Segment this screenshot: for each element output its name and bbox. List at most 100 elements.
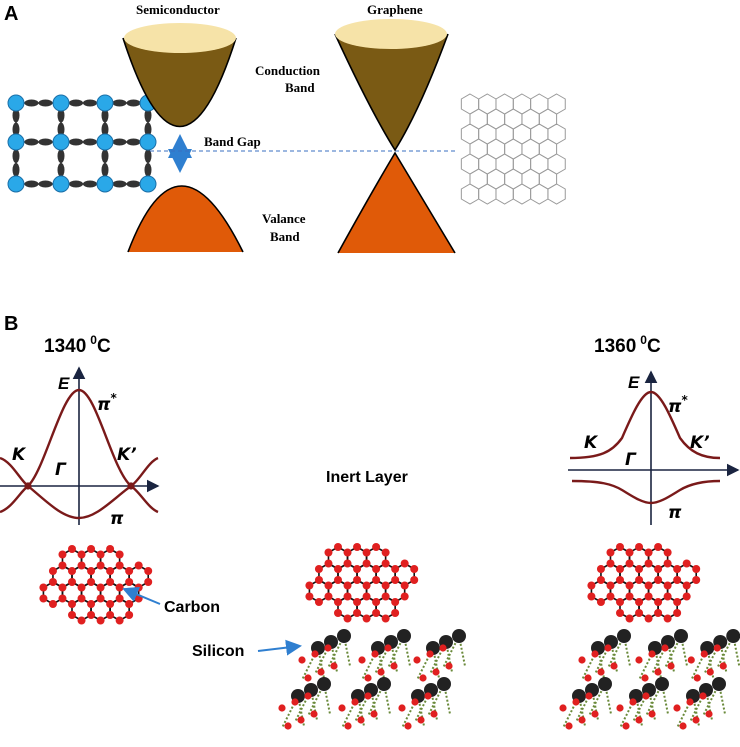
carbon-atom bbox=[68, 600, 76, 608]
carbon-atom bbox=[430, 710, 438, 718]
carbon-atom bbox=[343, 559, 352, 568]
carbon-atom bbox=[115, 594, 124, 603]
carbon-atom bbox=[692, 565, 701, 573]
band-gap-label: Band Gap bbox=[204, 134, 261, 149]
semiconductor-valence-band bbox=[127, 185, 244, 253]
dirac-point-kprime-left bbox=[127, 482, 135, 490]
electron-pair bbox=[112, 180, 127, 188]
carbon-atom bbox=[87, 567, 96, 575]
carbon-atom bbox=[445, 662, 453, 670]
dispersion-plot-right: E π* K K’ Γ π bbox=[568, 370, 740, 525]
electron-pair bbox=[83, 138, 97, 146]
graphene-flake-left bbox=[39, 545, 153, 625]
carbon-atom bbox=[616, 704, 624, 712]
carbon-atom bbox=[400, 581, 409, 590]
silicon-label: Silicon bbox=[192, 643, 244, 660]
semiconductor-conduction-band bbox=[122, 23, 237, 127]
electron-pair bbox=[57, 108, 65, 123]
carbon-atom bbox=[644, 581, 653, 590]
silicon-atom bbox=[712, 677, 726, 691]
carbon-atom bbox=[377, 668, 385, 676]
silicon-atom bbox=[617, 629, 631, 643]
carbon-atom bbox=[351, 698, 359, 706]
silicon-atom bbox=[598, 677, 612, 691]
carbon-atom bbox=[357, 716, 365, 724]
carbon-atom bbox=[343, 614, 352, 623]
k-label-left: K bbox=[12, 445, 27, 465]
carbon-atom bbox=[305, 592, 314, 601]
carbon-atom bbox=[673, 598, 682, 606]
carbon-atom bbox=[648, 710, 656, 718]
carbon-atom bbox=[682, 559, 691, 568]
carbon-atom bbox=[278, 704, 286, 712]
pi-band-right bbox=[571, 479, 721, 505]
carbon-atom bbox=[642, 692, 650, 700]
silicon-atom bbox=[452, 629, 466, 643]
carbon-atom bbox=[635, 565, 644, 573]
carbon-atom bbox=[692, 576, 701, 584]
carbon-atom bbox=[48, 567, 57, 575]
conduction-band-top bbox=[124, 23, 236, 53]
lattice-atom bbox=[7, 133, 25, 151]
carbon-atom bbox=[625, 548, 634, 557]
carbon-atom bbox=[391, 598, 400, 606]
sic-substrate-right bbox=[559, 629, 740, 730]
carbon-atom bbox=[48, 578, 57, 586]
carbon-atom bbox=[692, 716, 700, 724]
carbon-atom bbox=[635, 716, 643, 724]
carbon-atom bbox=[324, 581, 333, 590]
sic-substrate-middle bbox=[278, 629, 466, 730]
graphene-flake-right bbox=[587, 543, 701, 623]
kprime-label-right: K’ bbox=[690, 433, 710, 453]
graphene-flake-middle bbox=[305, 543, 419, 623]
lattice-atom bbox=[139, 175, 157, 193]
carbon-atom bbox=[635, 598, 644, 606]
panel-b-label: B bbox=[4, 313, 18, 335]
pi-label-right: π bbox=[668, 503, 682, 523]
graphene-valence-cone bbox=[337, 151, 456, 254]
carbon-atom bbox=[625, 581, 634, 590]
carbon-atom bbox=[68, 545, 76, 553]
lattice-atom bbox=[139, 133, 157, 151]
carbon-atom bbox=[654, 565, 663, 573]
carbon-atom bbox=[324, 548, 333, 557]
carbon-atom bbox=[353, 609, 362, 617]
carbon-atom bbox=[700, 650, 708, 658]
carbon-atom bbox=[673, 609, 682, 617]
carbon-atom bbox=[663, 614, 672, 623]
carbon-atom bbox=[58, 550, 67, 559]
lattice-atom bbox=[7, 94, 25, 112]
carbon-atom bbox=[644, 614, 653, 623]
carbon-atom bbox=[381, 559, 390, 568]
carbon-atom bbox=[616, 598, 624, 606]
carbon-atom bbox=[77, 594, 86, 603]
pi-label-left: π bbox=[110, 509, 124, 529]
carbon-atom bbox=[134, 561, 143, 570]
electron-pair bbox=[57, 163, 65, 177]
carbon-atom bbox=[411, 698, 419, 706]
carbon-atom bbox=[338, 704, 346, 712]
carbon-atom bbox=[686, 698, 694, 706]
carbon-atom bbox=[305, 581, 314, 590]
carbon-atom bbox=[353, 543, 362, 551]
carbon-atom bbox=[404, 722, 412, 730]
carbon-atom bbox=[381, 614, 390, 623]
electron-pair bbox=[144, 108, 152, 123]
electron-pair bbox=[83, 99, 97, 107]
valance-label-line2: Band bbox=[270, 229, 300, 244]
gamma-label-right: Γ bbox=[625, 450, 637, 470]
carbon-atom bbox=[39, 583, 48, 592]
carbon-atom bbox=[381, 548, 390, 557]
carbon-atom bbox=[565, 722, 573, 730]
carbon-atom bbox=[304, 674, 312, 682]
carbon-atom bbox=[591, 710, 599, 718]
carbon-atom bbox=[400, 559, 409, 568]
carbon-atom bbox=[417, 716, 425, 724]
lattice-atom bbox=[52, 94, 70, 112]
carbon-atom bbox=[673, 576, 682, 584]
carbon-atom bbox=[426, 650, 434, 658]
carbon-atom bbox=[372, 576, 381, 584]
carbon-atom bbox=[410, 565, 419, 573]
electron-pair bbox=[12, 163, 20, 177]
electron-pair bbox=[126, 138, 141, 146]
